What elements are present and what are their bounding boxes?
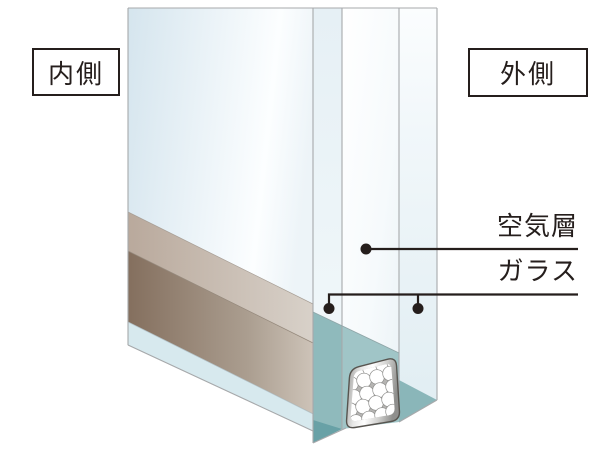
inner-glass-edge-teal [313,312,342,443]
spacer-cross-section [345,358,401,429]
outer-glass-edge-teal [399,380,437,422]
glass-dot-outer [412,303,424,314]
outer-glass-edge [399,8,437,422]
glass-dot-inner [323,303,335,314]
outside-label: 外側 [499,59,556,89]
callouts [323,243,578,314]
pane-outlines [127,7,438,444]
air-layer-dot [360,243,372,255]
air-gap [342,8,399,429]
glass-label: ガラス [497,256,578,286]
outside-label-box: 外側 [468,48,588,97]
air-layer-label: 空気層 [496,211,578,241]
inside-label-box: 内側 [32,48,120,96]
inner-glass-edge-teal-dark [313,420,342,443]
inside-label: 内側 [47,58,104,89]
